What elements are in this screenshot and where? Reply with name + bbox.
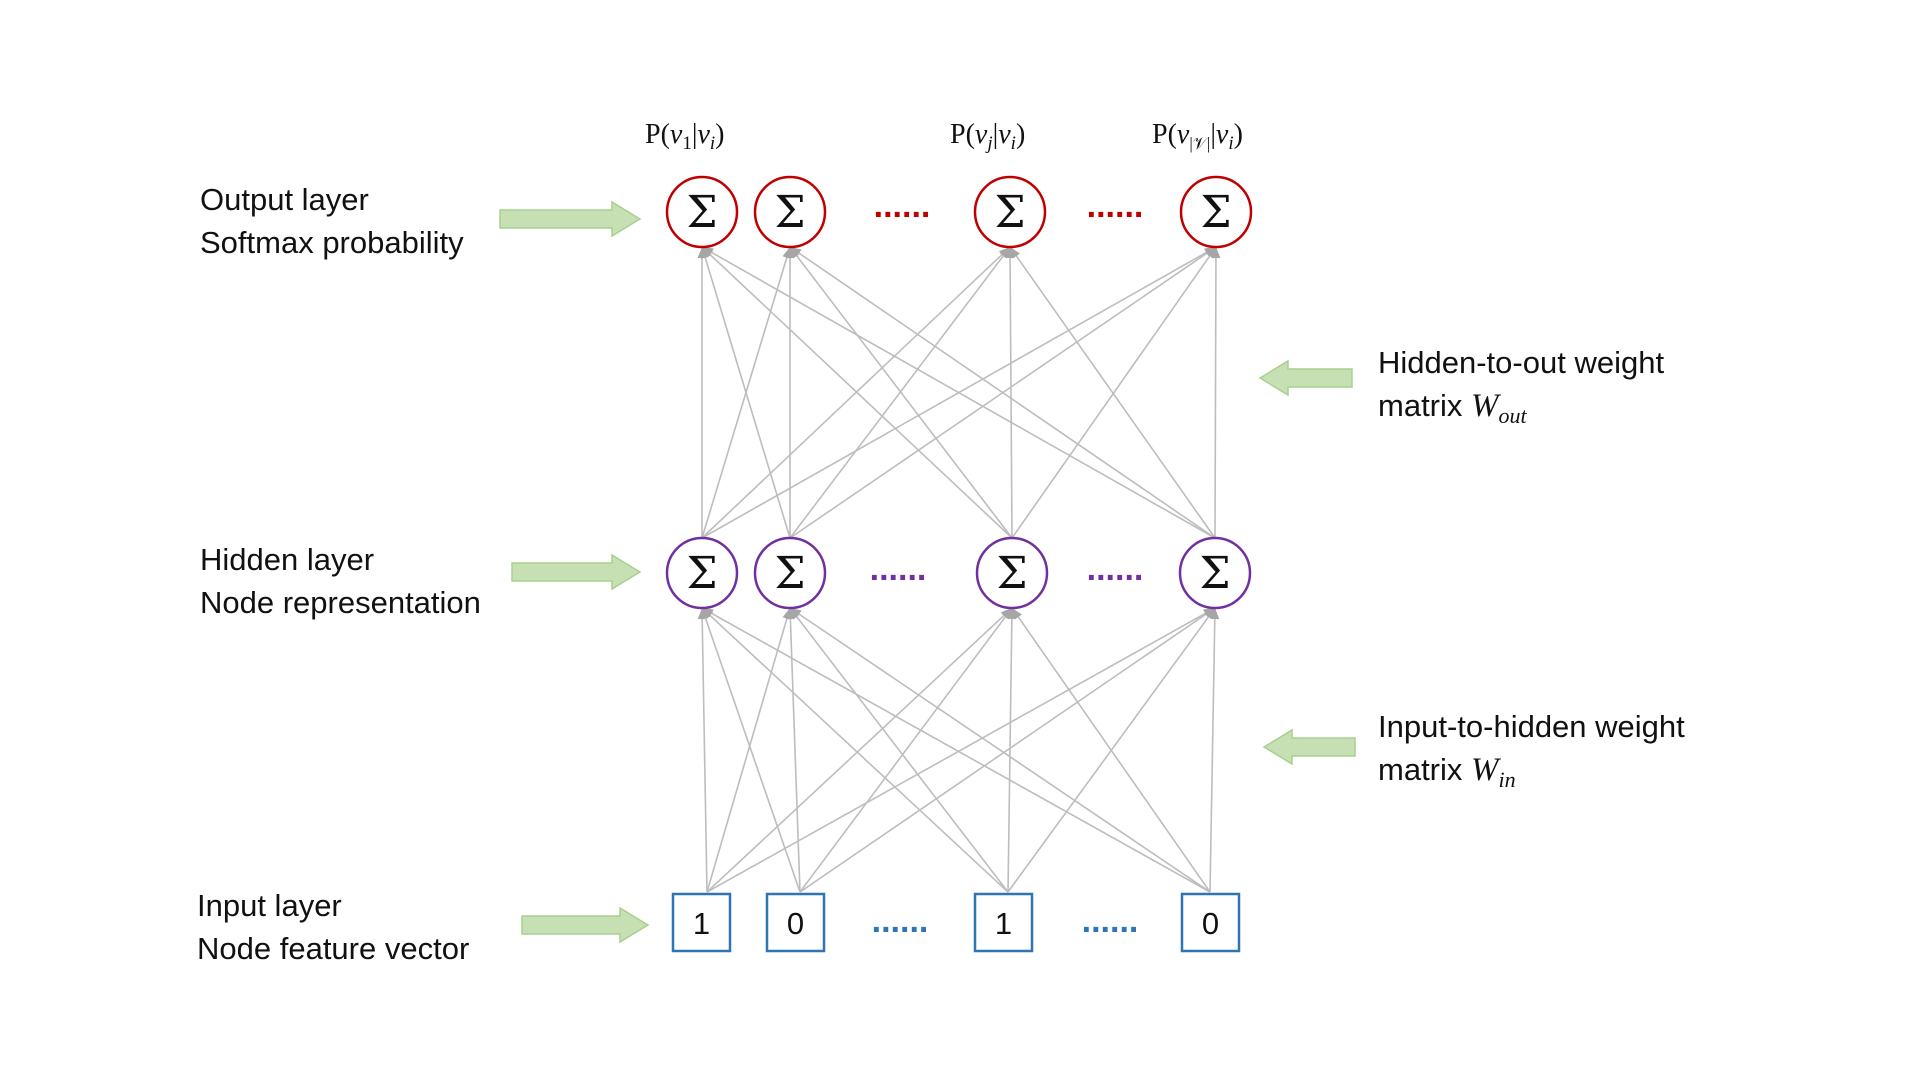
input-to-hidden-edge	[701, 607, 801, 893]
hidden-ellipsis-2: ......	[1087, 550, 1144, 588]
input-layer-title: Input layer	[197, 888, 342, 923]
hidden-to-output-edge	[1011, 246, 1217, 539]
input-layer-arrow-icon	[521, 906, 650, 944]
output-ellipsis-2: ......	[1087, 187, 1144, 225]
input-value: 1	[995, 906, 1012, 941]
input-to-hidden-edge	[1209, 607, 1216, 893]
input-to-hidden-arrowhead	[1012, 608, 1022, 620]
input-to-hidden-edge	[789, 607, 801, 893]
hidden-to-out-arrow-icon	[1258, 359, 1353, 397]
input-to-hidden-title: Input-to-hidden weight	[1378, 709, 1685, 744]
output-node-v: Σ	[1179, 175, 1253, 249]
input-to-hidden-edge	[1011, 607, 1211, 893]
hidden-to-output-arrowhead	[790, 247, 802, 257]
input-to-hidden-arrowhead	[702, 608, 714, 618]
input-node-v: 0	[1180, 892, 1241, 953]
input-ellipsis-1: ......	[872, 902, 929, 940]
weight-labels: Hidden-to-out weight matrix Wout Input-t…	[1378, 345, 1685, 792]
input-to-hidden-matrix-label: matrix Win	[1378, 752, 1516, 792]
hidden-ellipsis-1: ......	[870, 550, 927, 588]
hidden-node-1: Σ	[665, 536, 739, 610]
hidden-to-output-edge	[789, 246, 1216, 539]
input-to-hidden-edge	[799, 607, 1013, 893]
output-node-2: Σ	[753, 175, 827, 249]
hidden-to-out-title: Hidden-to-out weight	[1378, 345, 1664, 380]
layer-pointer-arrows	[499, 200, 650, 944]
layer-labels: Output layer Softmax probability Hidden …	[197, 182, 481, 966]
output-layer-arrow-icon	[499, 200, 642, 238]
input-node-j: 1	[973, 892, 1034, 953]
input-to-hidden-edge	[706, 607, 1216, 893]
input-to-hidden-edge	[701, 607, 1009, 893]
sigma-symbol: Σ	[774, 548, 805, 599]
input-node-1: 1	[671, 892, 732, 953]
hidden-node-j: Σ	[975, 536, 1049, 610]
hidden-to-output-edge	[1214, 246, 1217, 539]
input-to-hidden-edge	[789, 607, 1211, 893]
hidden-node-2: Σ	[753, 536, 827, 610]
output-layer-title: Output layer	[200, 182, 369, 217]
hidden-layer-arrow-icon	[511, 553, 642, 591]
hidden-to-output-arrowhead	[1211, 247, 1221, 259]
sigma-symbol: Σ	[996, 548, 1027, 599]
hidden-layer-title: Hidden layer	[200, 542, 374, 577]
input-to-hidden-edges	[697, 607, 1220, 893]
input-ellipsis-2: ......	[1082, 902, 1139, 940]
input-to-hidden-edge	[799, 607, 1216, 893]
prob-label-j: P(vj|vi)	[950, 119, 1025, 154]
weight-pointer-arrows	[1258, 359, 1356, 766]
output-ellipsis-1: ......	[874, 187, 931, 225]
hidden-layer-nodes: Σ Σ ...... Σ ...... Σ	[665, 536, 1252, 610]
input-value: 0	[787, 906, 804, 941]
hidden-node-v: Σ	[1178, 536, 1252, 610]
input-to-hidden-arrow-icon	[1262, 728, 1356, 766]
hidden-to-output-edge	[789, 246, 1013, 539]
sigma-symbol: Σ	[994, 187, 1025, 238]
hidden-to-output-edge	[701, 246, 1013, 539]
prob-label-v: P(v|𝒱||vi)	[1152, 119, 1243, 154]
output-node-1: Σ	[665, 175, 739, 249]
input-to-hidden-arrowhead	[790, 608, 802, 618]
sigma-symbol: Σ	[1200, 187, 1231, 238]
output-layer-nodes: Σ Σ ...... Σ ...... Σ	[665, 175, 1253, 249]
input-to-hidden-edge	[701, 607, 708, 893]
input-to-hidden-edge	[789, 607, 1009, 893]
input-layer-subtitle: Node feature vector	[197, 931, 469, 966]
sigma-symbol: Σ	[1199, 548, 1230, 599]
input-to-hidden-edge	[706, 607, 1013, 893]
input-to-hidden-arrowhead	[1210, 608, 1220, 620]
sigma-symbol: Σ	[686, 548, 717, 599]
input-to-hidden-edge	[706, 607, 791, 893]
input-value: 0	[1202, 906, 1219, 941]
input-to-hidden-edge	[701, 607, 1211, 893]
prob-label-1: P(v1|vi)	[645, 119, 725, 154]
hidden-to-output-edge	[1009, 246, 1216, 539]
hidden-to-output-arrowhead	[702, 247, 714, 257]
hidden-to-out-matrix-label: matrix Wout	[1378, 388, 1528, 428]
hidden-layer-subtitle: Node representation	[200, 585, 481, 620]
input-layer-nodes: 1 0 ...... 1 ...... 0	[671, 892, 1241, 953]
sigma-symbol: Σ	[774, 187, 805, 238]
hidden-to-output-edge	[701, 246, 1216, 539]
sigma-symbol: Σ	[686, 187, 717, 238]
output-node-j: Σ	[973, 175, 1047, 249]
hidden-to-output-edges	[697, 246, 1221, 539]
input-to-hidden-edge	[1007, 607, 1013, 893]
hidden-to-output-edge	[1009, 246, 1013, 539]
output-probability-labels: P(v1|vi) P(vj|vi) P(v|𝒱||vi)	[645, 119, 1243, 154]
input-value: 1	[693, 906, 710, 941]
hidden-to-output-edge	[701, 246, 791, 539]
output-layer-subtitle: Softmax probability	[200, 225, 464, 260]
hidden-to-output-arrowhead	[1010, 247, 1021, 259]
input-node-2: 0	[765, 892, 826, 953]
